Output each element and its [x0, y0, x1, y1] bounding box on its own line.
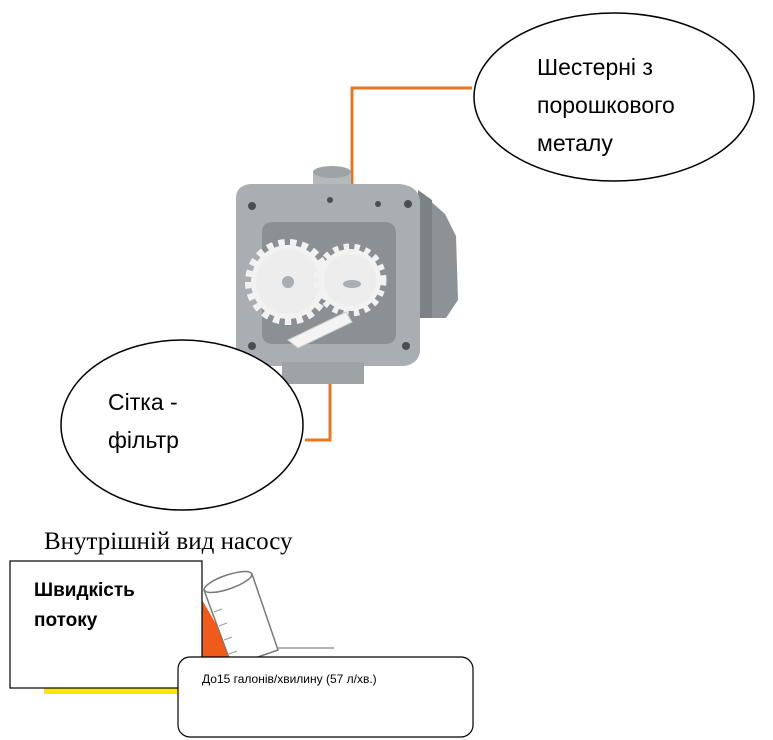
- flow-value-box: [177, 656, 474, 738]
- screen-filter: [287, 311, 353, 349]
- gears-callout-text: Шестерні з порошкового металу: [537, 54, 675, 156]
- beaker-icon: [203, 570, 279, 667]
- gears-callout-oval: [473, 12, 755, 182]
- flow-rate-value: До15 галонів/хвилину (57 л/хв.): [202, 672, 377, 686]
- filter-callout-oval: [60, 339, 304, 511]
- yellow-accent-bar: [44, 688, 184, 694]
- flow-rate-label: Швидкість потоку: [34, 580, 135, 631]
- pump-caption: Внутрішній вид насосу: [44, 528, 293, 555]
- filter-callout-text: Сітка - фільтр: [108, 389, 179, 453]
- flow-label-box: [9, 560, 203, 689]
- gear-right: [313, 243, 387, 317]
- gear-left: [245, 239, 331, 325]
- pump-foot: [282, 362, 364, 384]
- pump-illustration: [236, 166, 458, 384]
